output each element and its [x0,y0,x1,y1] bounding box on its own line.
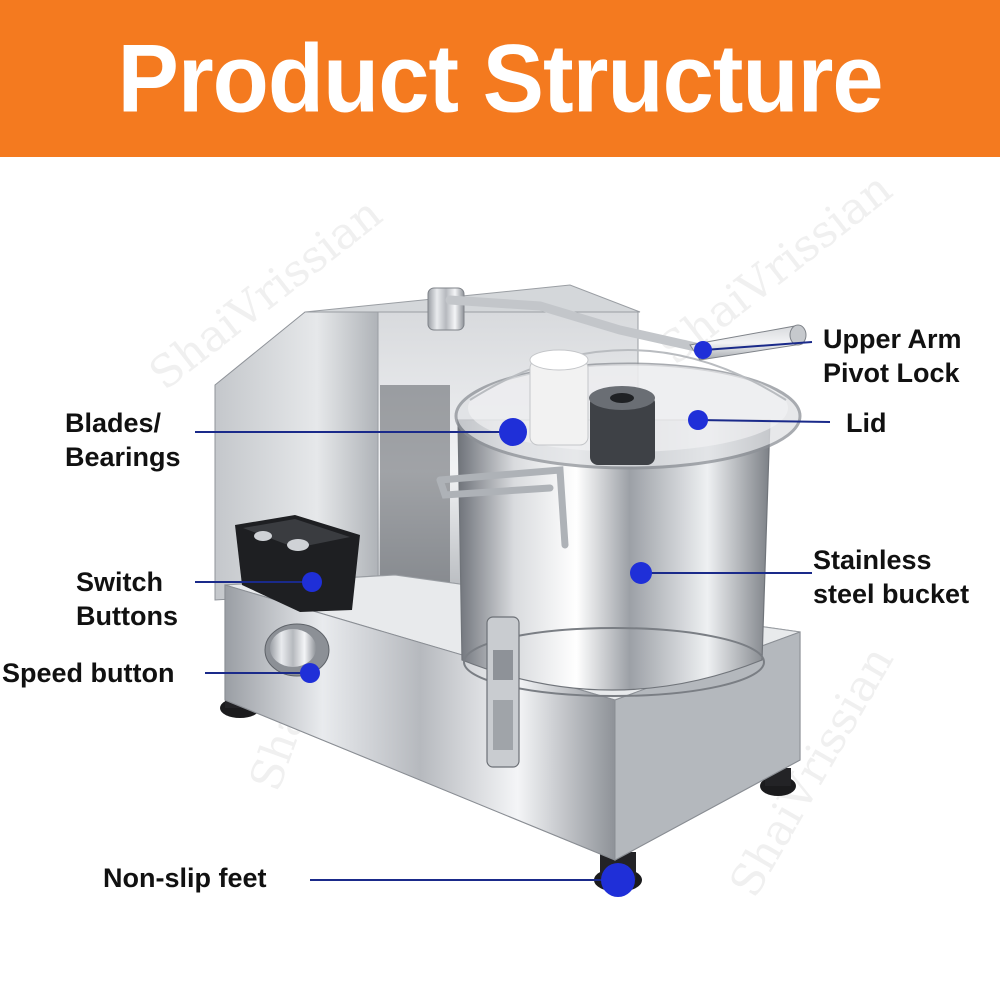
label-speed-button: Speed button [2,658,175,688]
marker-dot [302,572,322,592]
callout-leaders [195,341,831,881]
marker-dot [499,418,527,446]
food-processor-illustration [195,284,831,897]
label-stainless-steel-bucket: Stainless steel bucket [813,545,970,609]
label-non-slip-feet: Non-slip feet [103,863,267,893]
page-title: Product Structure [117,24,883,133]
label-lid: Lid [846,408,887,438]
upper-arm [427,287,807,361]
marker-dot [688,410,708,430]
marker-dot [601,863,635,897]
blade-shaft [529,349,655,465]
marker-dot [630,562,652,584]
label-blades-bearings: Blades/ Bearings [65,408,181,472]
label-switch-buttons: Switch Buttons [76,567,178,631]
marker-dot [694,341,712,359]
callout-markers [300,341,712,897]
label-upper-arm-pivot-lock: Upper Arm Pivot Lock [823,324,962,388]
bucket [436,419,771,768]
speed-knob [264,623,330,677]
marker-dot [300,663,320,683]
title-banner: Product Structure [0,0,1000,157]
switch-panel [235,515,360,612]
